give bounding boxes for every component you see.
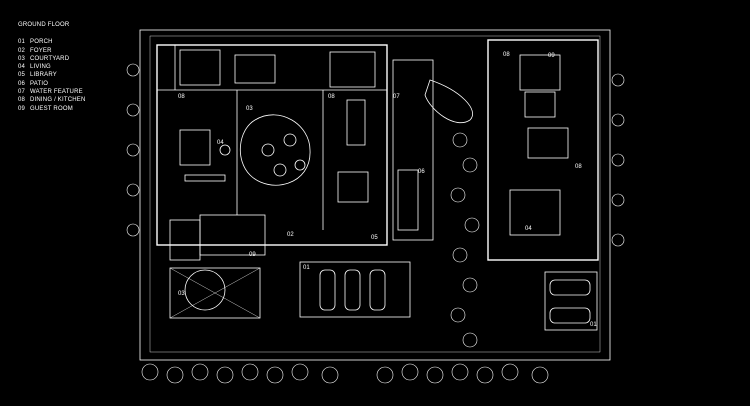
inner-boundary xyxy=(149,35,601,353)
courtyard-planting xyxy=(239,114,311,186)
legend-title: GROUND FLOOR xyxy=(18,22,70,28)
dining-table xyxy=(527,127,569,159)
legend-item: 01 PORCH xyxy=(18,38,86,46)
legend-label: PATIO xyxy=(30,80,49,87)
carport xyxy=(544,271,598,331)
tree-icon xyxy=(283,133,297,147)
tree-icon xyxy=(273,163,287,177)
room-label: 08 xyxy=(328,94,335,100)
room-label: 04 xyxy=(217,140,224,146)
legend-num: 07 xyxy=(18,89,26,96)
room xyxy=(179,49,221,86)
legend-item: 05 LIBRARY xyxy=(18,71,86,79)
legend-num: 09 xyxy=(18,105,26,112)
legend-num: 04 xyxy=(18,64,26,71)
car-icon xyxy=(344,269,361,311)
guest-wing-walls xyxy=(487,39,599,261)
legend-num: 03 xyxy=(18,55,26,62)
room-label: 08 xyxy=(575,164,582,170)
legend-label: COURTYARD xyxy=(30,55,70,62)
legend-label: WATER FEATURE xyxy=(30,89,83,96)
legend: GROUND FLOOR 01 PORCH 02 FOYER 03 COURTYARD… xyxy=(18,21,86,113)
legend-item: 09 GUEST ROOM xyxy=(18,105,86,113)
diagonal xyxy=(169,267,261,319)
legend-label: DINING / KITCHEN xyxy=(30,97,86,104)
legend-item: 04 LIVING xyxy=(18,63,86,71)
water-sculpture xyxy=(424,79,473,124)
car-icon xyxy=(369,269,386,311)
tree-icon xyxy=(294,159,306,171)
legend-label: LIVING xyxy=(30,64,51,71)
room xyxy=(329,51,376,88)
legend-item: 08 DINING / KITCHEN xyxy=(18,96,86,104)
legend-item: 02 FOYER xyxy=(18,47,86,55)
room-label: 09 xyxy=(548,53,555,59)
tree-icon xyxy=(261,143,275,157)
legend-num: 02 xyxy=(18,47,26,54)
legend-label: LIBRARY xyxy=(30,72,57,79)
chair xyxy=(219,144,231,156)
car-icon xyxy=(319,269,336,311)
living-room xyxy=(509,189,561,236)
legend-label: GUEST ROOM xyxy=(30,105,73,112)
library-furniture xyxy=(337,171,369,203)
room-label: 08 xyxy=(503,52,510,58)
room xyxy=(234,54,276,84)
room xyxy=(524,91,556,118)
sofa xyxy=(179,129,211,166)
water-feature xyxy=(392,59,434,241)
room-label: 01 xyxy=(303,265,310,271)
legend-num: 06 xyxy=(18,80,26,87)
courtyard xyxy=(169,267,261,319)
bath xyxy=(169,219,201,261)
room-label: 06 xyxy=(418,169,425,175)
guest-room xyxy=(199,214,266,256)
patio xyxy=(397,169,419,231)
main-house-walls xyxy=(156,44,388,246)
room-label: 03 xyxy=(246,106,253,112)
car-icon xyxy=(549,279,591,296)
trees xyxy=(126,63,625,384)
legend-label: FOYER xyxy=(30,47,52,54)
room-label: 04 xyxy=(525,226,532,232)
tree-icon xyxy=(184,269,226,311)
console xyxy=(184,174,226,182)
legend-item: 06 PATIO xyxy=(18,80,86,88)
room-label: 07 xyxy=(393,94,400,100)
room-label: 02 xyxy=(287,232,294,238)
room-label: 03 xyxy=(178,291,185,297)
room-label: 01 xyxy=(590,322,597,328)
dining-table xyxy=(346,99,366,146)
room-label: 08 xyxy=(178,94,185,100)
room-label: 09 xyxy=(249,252,256,258)
site-boundary xyxy=(139,29,611,361)
legend-num: 08 xyxy=(18,97,26,104)
legend-num: 01 xyxy=(18,39,26,46)
legend-item: 07 WATER FEATURE xyxy=(18,88,86,96)
legend-item: 03 COURTYARD xyxy=(18,55,86,63)
carport xyxy=(299,261,411,318)
car-icon xyxy=(549,307,591,324)
legend-label: PORCH xyxy=(30,39,53,46)
legend-num: 05 xyxy=(18,72,26,79)
room-label: 05 xyxy=(371,235,378,241)
room xyxy=(519,54,561,91)
